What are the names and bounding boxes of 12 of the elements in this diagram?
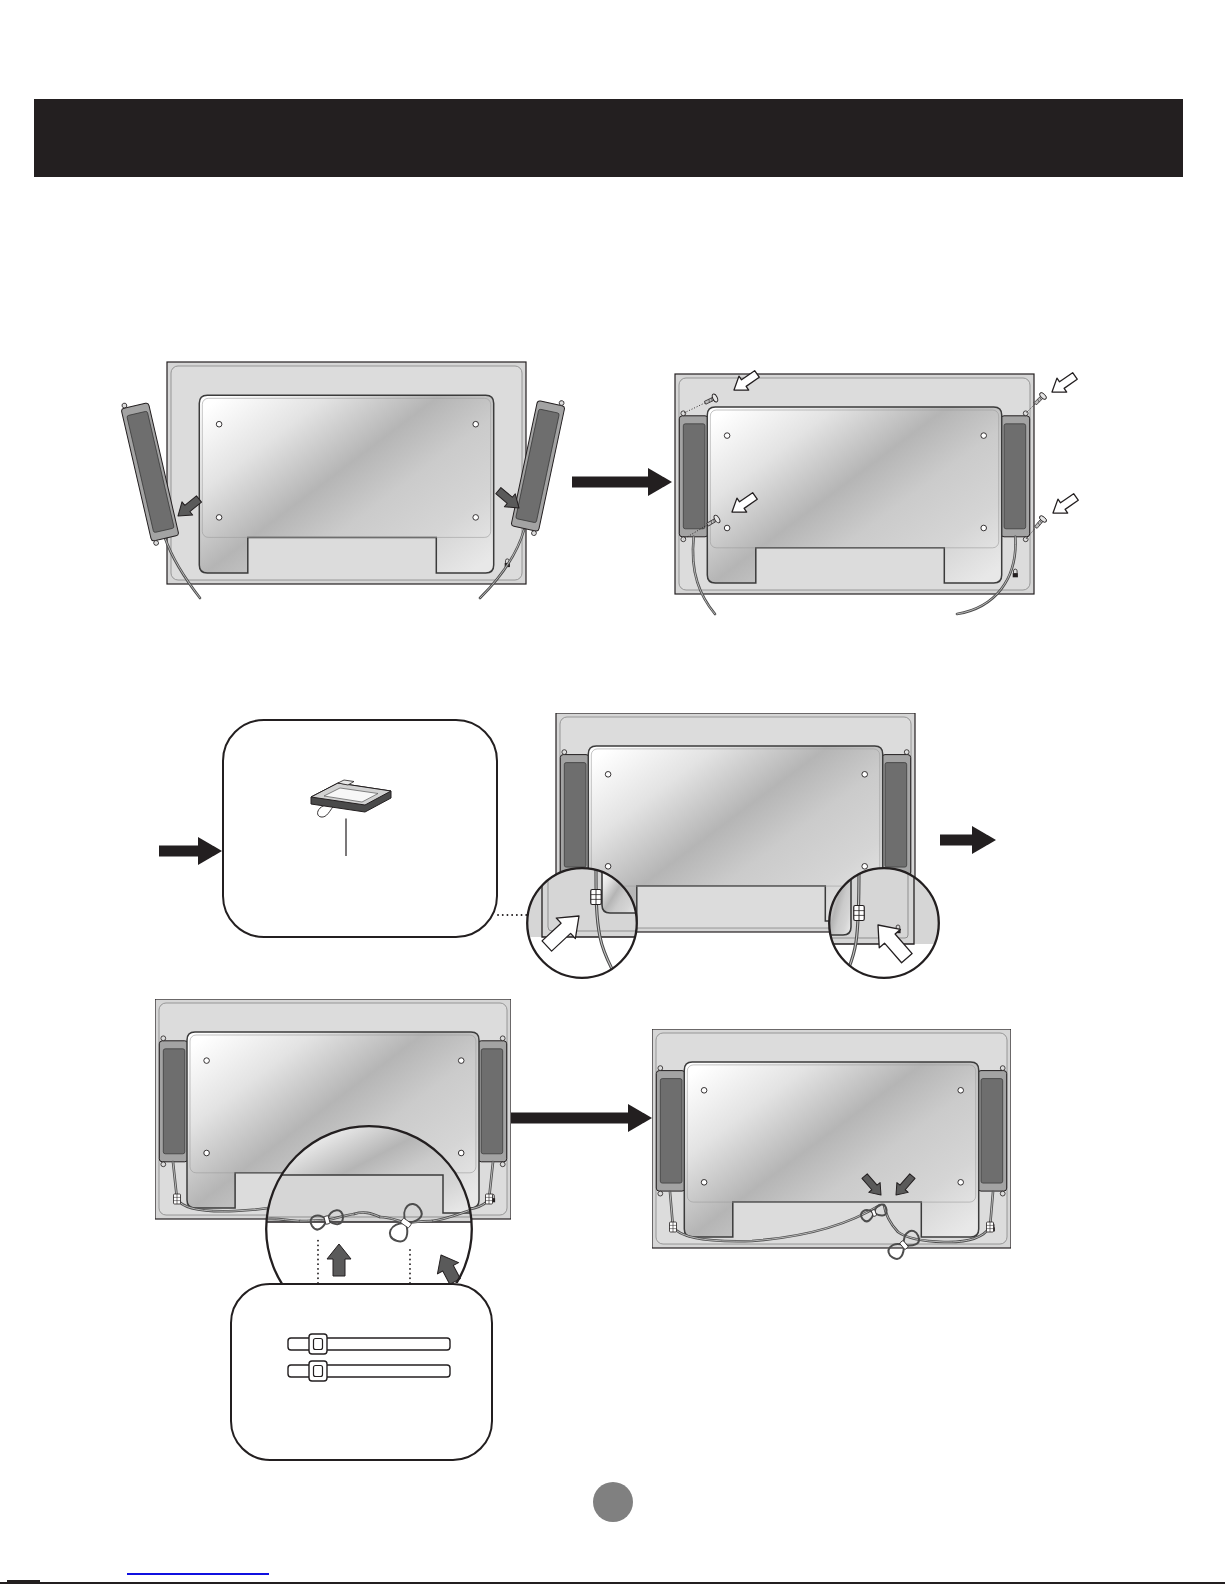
leader-line bbox=[317, 1239, 319, 1284]
arrow bbox=[940, 826, 996, 854]
arrow bbox=[159, 837, 222, 865]
leader-line bbox=[497, 914, 528, 916]
callout-box bbox=[222, 719, 498, 938]
tv-back-drawing bbox=[155, 999, 511, 1283]
callout-box bbox=[230, 1283, 493, 1461]
leader-line bbox=[409, 1249, 411, 1284]
arrow bbox=[572, 468, 672, 496]
arrow bbox=[511, 1104, 652, 1132]
cable-clip-drawing bbox=[308, 776, 394, 818]
leader-line bbox=[345, 817, 347, 857]
